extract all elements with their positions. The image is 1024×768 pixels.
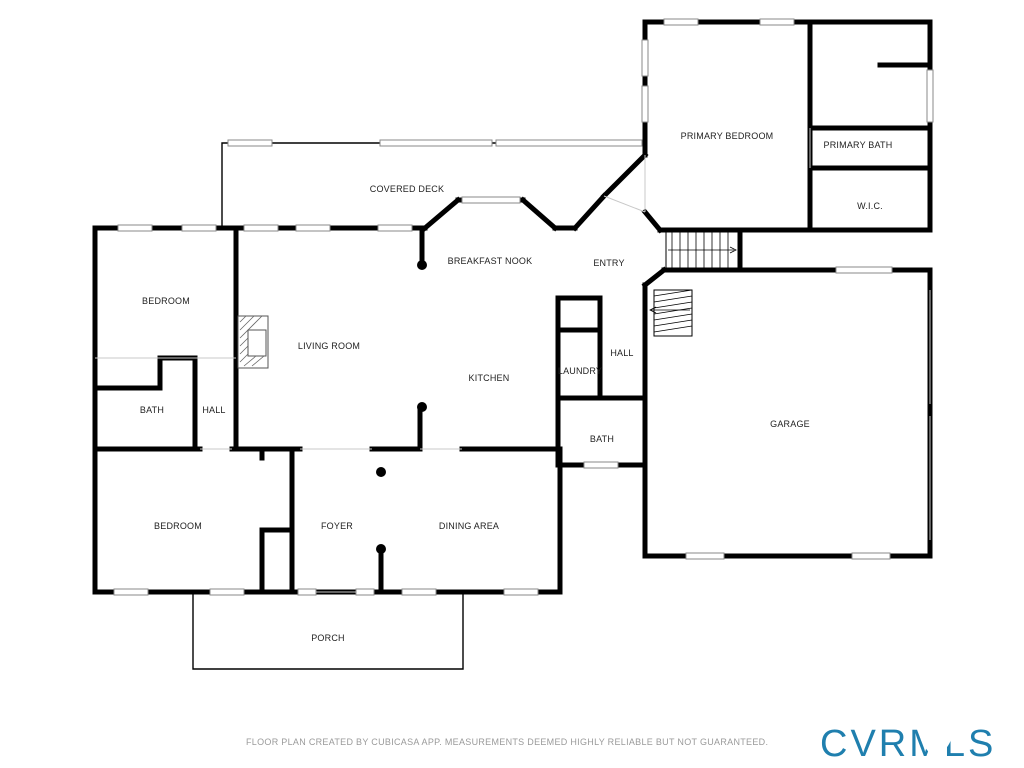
label-hall-left: HALL <box>202 405 225 415</box>
label-bath-center: BATH <box>590 434 614 444</box>
columns <box>376 225 427 595</box>
room-labels: PRIMARY BEDROOM PRIMARY BATH W.I.C. COVE… <box>140 131 893 643</box>
label-primary-bedroom: PRIMARY BEDROOM <box>681 131 774 141</box>
label-living-room: LIVING ROOM <box>298 341 360 351</box>
windows <box>113 18 934 596</box>
porch-outline <box>192 592 464 670</box>
map-pin-icon <box>920 720 952 760</box>
label-primary-bath: PRIMARY BATH <box>824 140 893 150</box>
stairs-lower-icon <box>649 289 693 337</box>
fireplace-icon <box>237 315 269 369</box>
label-garage: GARAGE <box>770 419 810 429</box>
label-bath-left: BATH <box>140 405 164 415</box>
label-bedroom-top: BEDROOM <box>142 296 190 306</box>
label-kitchen: KITCHEN <box>469 373 510 383</box>
label-wic: W.I.C. <box>857 201 883 211</box>
label-laundry: LAUNDRY <box>558 366 602 376</box>
logo-text: CVRMLS <box>820 723 996 764</box>
door-openings <box>95 128 931 593</box>
label-foyer: FOYER <box>321 521 353 531</box>
label-breakfast-nook: BREAKFAST NOOK <box>448 256 533 266</box>
label-covered-deck: COVERED DECK <box>370 184 444 194</box>
label-entry: ENTRY <box>593 258 624 268</box>
stairs-upper-icon <box>665 231 739 269</box>
label-dining-area: DINING AREA <box>439 521 499 531</box>
label-bedroom-bottom: BEDROOM <box>154 521 202 531</box>
walls <box>92 19 933 595</box>
cvrmls-logo: CVRMLS <box>820 720 996 764</box>
label-hall-right: HALL <box>610 348 633 358</box>
disclaimer-text: FLOOR PLAN CREATED BY CUBICASA APP. MEAS… <box>246 737 769 747</box>
label-porch: PORCH <box>311 633 345 643</box>
